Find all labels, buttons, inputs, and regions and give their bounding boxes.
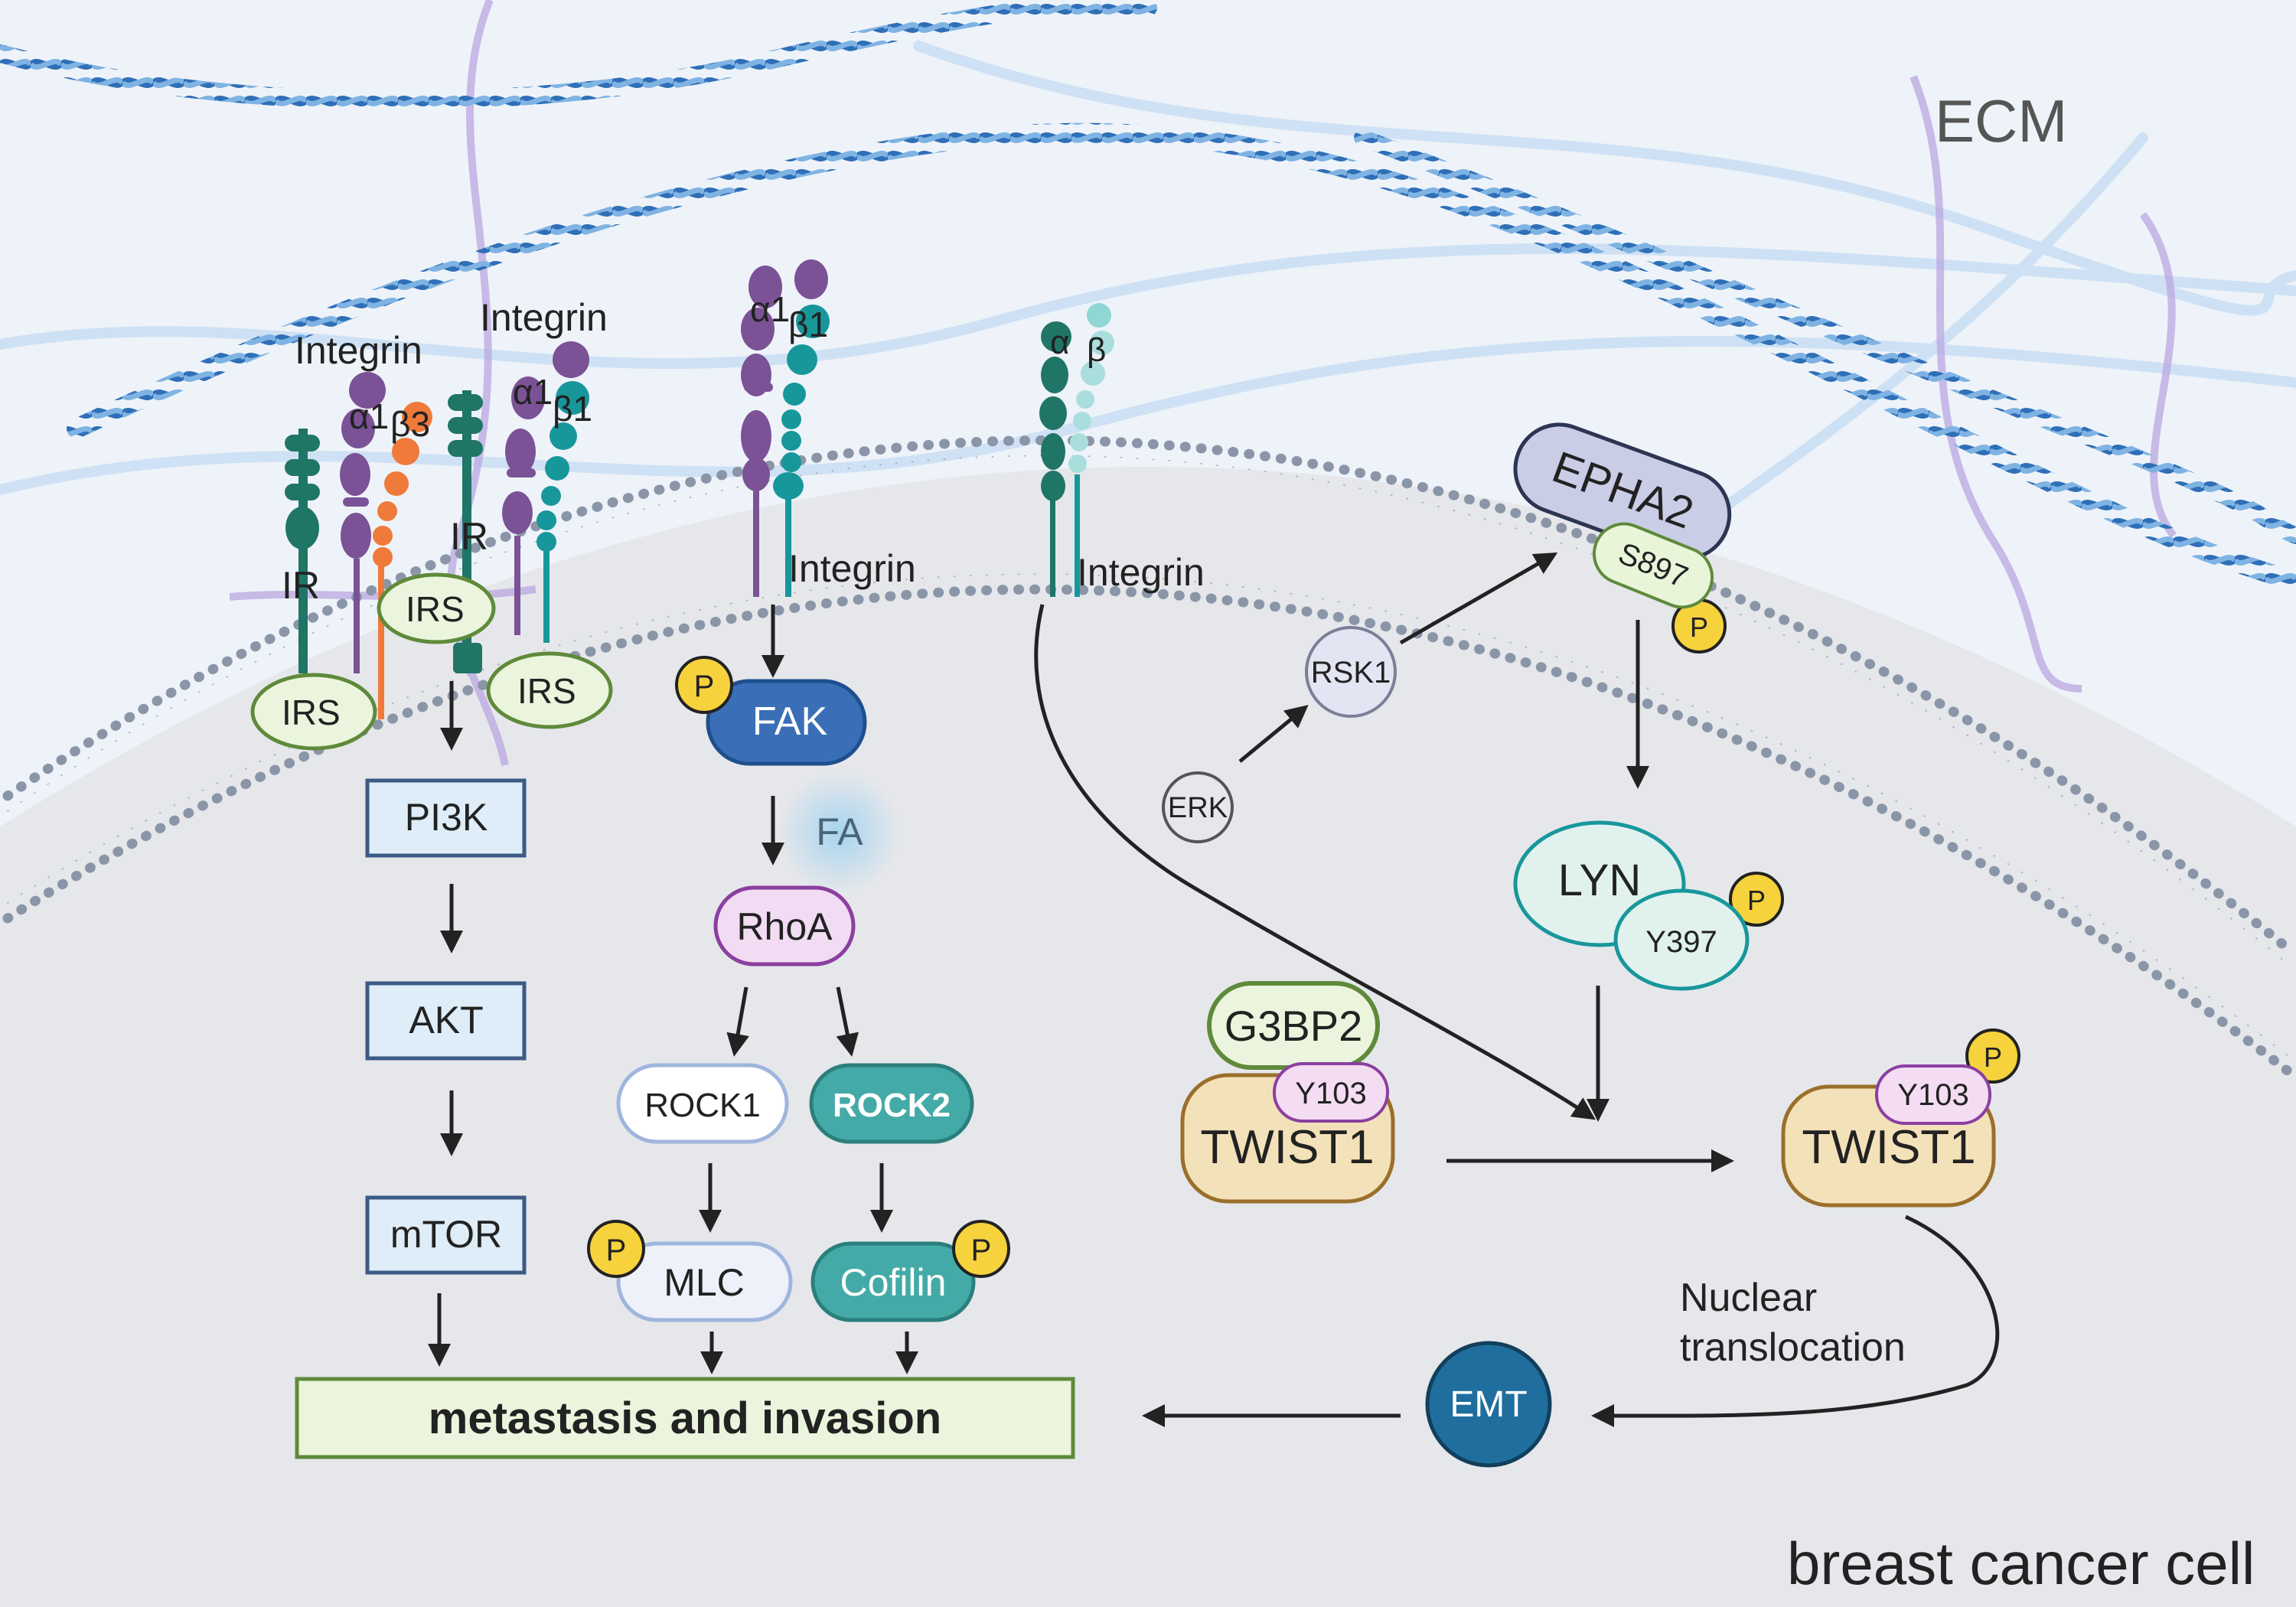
akt-label: AKT (409, 999, 483, 1041)
twist1-left-label: TWIST1 (1200, 1121, 1374, 1174)
akt-box (365, 981, 527, 1061)
integrin-ab-right (1039, 303, 1114, 597)
integrin-label-2: Integrin (480, 296, 608, 339)
twist1-right-label: TWIST1 (1802, 1121, 1975, 1174)
emt-node (1425, 1341, 1552, 1468)
alpha1-label-3: α1 (750, 289, 790, 329)
y397-site (1613, 888, 1750, 991)
rock2-label: ROCK2 (833, 1087, 951, 1124)
ir-label-1: IR (282, 564, 320, 607)
ir-receptor-left (285, 429, 320, 673)
ecm-label: ECM (1935, 87, 2067, 155)
y103-right-site (1875, 1064, 1991, 1125)
s897-site (1592, 522, 1714, 609)
mlc-phospho (587, 1220, 645, 1278)
erk-node (1162, 771, 1234, 843)
rhoa-label: RhoA (736, 905, 833, 948)
irs-label-2: IRS (282, 693, 341, 732)
y397-phospho (1729, 872, 1784, 927)
twist-p-label: P (1984, 1041, 2002, 1073)
integrin-label-4: Integrin (1077, 551, 1205, 594)
integrin-a1b1-middle (741, 259, 830, 597)
alpha1-label-1: α1 (349, 396, 389, 436)
beta1-label-1: β1 (553, 389, 592, 429)
nuclear-label-1: Nuclear (1680, 1276, 1817, 1320)
ir-label-2: IR (450, 515, 488, 558)
outcome-box (295, 1377, 1075, 1459)
fak-phospho (675, 656, 733, 714)
erk-label: ERK (1168, 792, 1228, 824)
irs-nodes (250, 572, 613, 751)
g3bp2-label: G3BP2 (1225, 1002, 1363, 1050)
cofilin-phospho (952, 1220, 1010, 1278)
integrin-label-3: Integrin (788, 547, 916, 590)
rock1-node (616, 1063, 789, 1144)
beta3-label: β3 (390, 404, 430, 444)
mtor-label: mTOR (390, 1213, 502, 1256)
cofilin-p-label: P (971, 1234, 992, 1267)
cofilin-label: Cofilin (840, 1261, 947, 1304)
irs-label-1: IRS (406, 589, 465, 629)
alpha-label: α (1050, 324, 1069, 361)
mlc-node (616, 1241, 793, 1322)
nuclear-label-2: translocation (1680, 1325, 1906, 1370)
fak-p-label: P (694, 670, 715, 703)
s897-p-label: P (1690, 611, 1708, 643)
collagen-fibers (0, 0, 2296, 592)
pi3k-box (365, 778, 527, 858)
y103-left-label: Y103 (1295, 1077, 1366, 1110)
twist-phospho (1965, 1028, 2020, 1084)
emt-label: EMT (1450, 1384, 1527, 1425)
y397-p-label: P (1747, 885, 1766, 916)
mlc-p-label: P (606, 1234, 627, 1267)
rsk1-node (1305, 626, 1397, 718)
fak-node (706, 679, 867, 766)
arrows (428, 553, 2000, 1428)
integrin-a1b3-left (340, 372, 432, 719)
phospho-badges (587, 598, 2020, 1278)
y103-left-site (1273, 1062, 1389, 1123)
cell-label: breast cancer cell (1787, 1530, 2255, 1597)
mlc-label: MLC (664, 1261, 745, 1304)
fa-label: FA (816, 810, 863, 853)
integrin-a1b1-left (502, 341, 589, 643)
beta1-label-2: β1 (788, 305, 828, 344)
integrin-label-1: Integrin (295, 329, 422, 372)
alpha1-label-2: α1 (513, 372, 553, 412)
rhoa-node (713, 885, 856, 966)
fak-label: FAK (752, 699, 828, 744)
lyn-label: LYN (1558, 856, 1642, 905)
rock2-node (809, 1063, 974, 1144)
cytoplasm (0, 467, 2296, 1607)
outcome-label: metastasis and invasion (429, 1393, 941, 1443)
rock1-label: ROCK1 (644, 1087, 761, 1124)
mtor-box (365, 1195, 527, 1275)
beta-label: β (1087, 331, 1106, 369)
y103-right-label: Y103 (1897, 1078, 1968, 1112)
rsk1-label: RSK1 (1311, 656, 1391, 689)
fa-glow (778, 771, 901, 894)
irs-label-3: IRS (517, 671, 576, 711)
cofilin-node (810, 1241, 976, 1322)
y397-label: Y397 (1645, 925, 1717, 959)
pi3k-label: PI3K (405, 796, 488, 839)
